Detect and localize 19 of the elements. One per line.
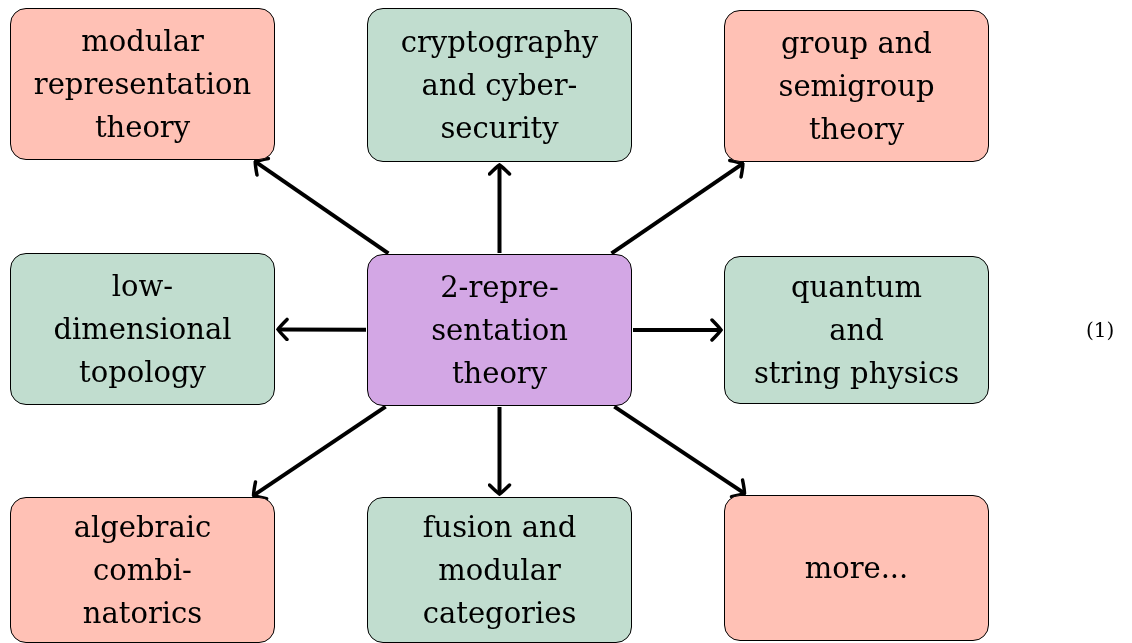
topic-label: low- dimensional topology — [53, 267, 232, 391]
topic-label: more... — [804, 549, 909, 587]
topic-box — [10, 8, 275, 160]
topic-box — [367, 8, 632, 162]
topic-box — [10, 497, 275, 643]
topic-box — [724, 10, 989, 162]
equation-number: (1) — [1086, 318, 1115, 342]
topic-box — [367, 254, 632, 406]
topic-label: fusion and modular categories — [422, 508, 577, 632]
topic-label: group and semigroup theory — [778, 24, 935, 148]
topic-label: cryptography and cyber- security — [400, 23, 599, 147]
topic-box — [367, 497, 632, 643]
topic-label: quantum and string physics — [753, 268, 959, 392]
topic-box — [724, 256, 989, 404]
topic-box — [10, 253, 275, 405]
topic-label: 2-repre- sentation theory — [431, 268, 568, 392]
topic-label: modular representation theory — [33, 22, 252, 146]
topic-box — [724, 495, 989, 641]
topic-label: algebraic combi- natorics — [73, 508, 212, 632]
